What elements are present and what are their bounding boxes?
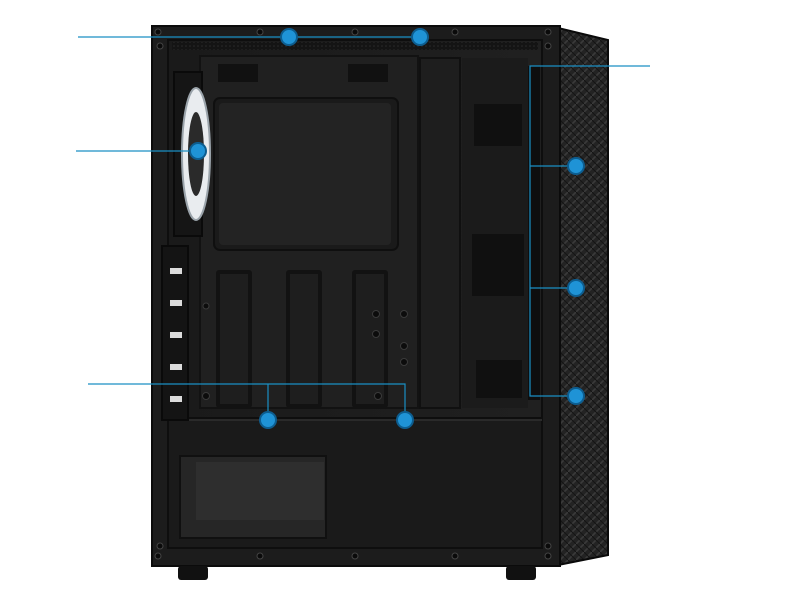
top-mount-1-icon <box>280 28 298 46</box>
cable-management-area <box>419 57 540 409</box>
front-mount-3-icon <box>567 387 585 405</box>
callout-bottom-mounts <box>88 383 414 429</box>
motherboard-tray <box>199 55 419 409</box>
case-feet <box>178 566 536 580</box>
frame-screws <box>154 28 552 560</box>
callout-rear-fan-mount <box>76 142 207 160</box>
top-mount-2-icon <box>411 28 429 46</box>
bottom-mount-2-icon <box>396 411 414 429</box>
expansion-slots <box>161 245 189 421</box>
front-panel <box>557 26 609 567</box>
callout-top-fan-mounts <box>78 28 429 46</box>
front-mount-2-icon <box>567 279 585 297</box>
rear-mount-icon <box>189 142 207 160</box>
bottom-mount-1-icon <box>259 411 277 429</box>
front-mount-1-icon <box>567 157 585 175</box>
callout-front-fan-mounts <box>529 65 650 405</box>
